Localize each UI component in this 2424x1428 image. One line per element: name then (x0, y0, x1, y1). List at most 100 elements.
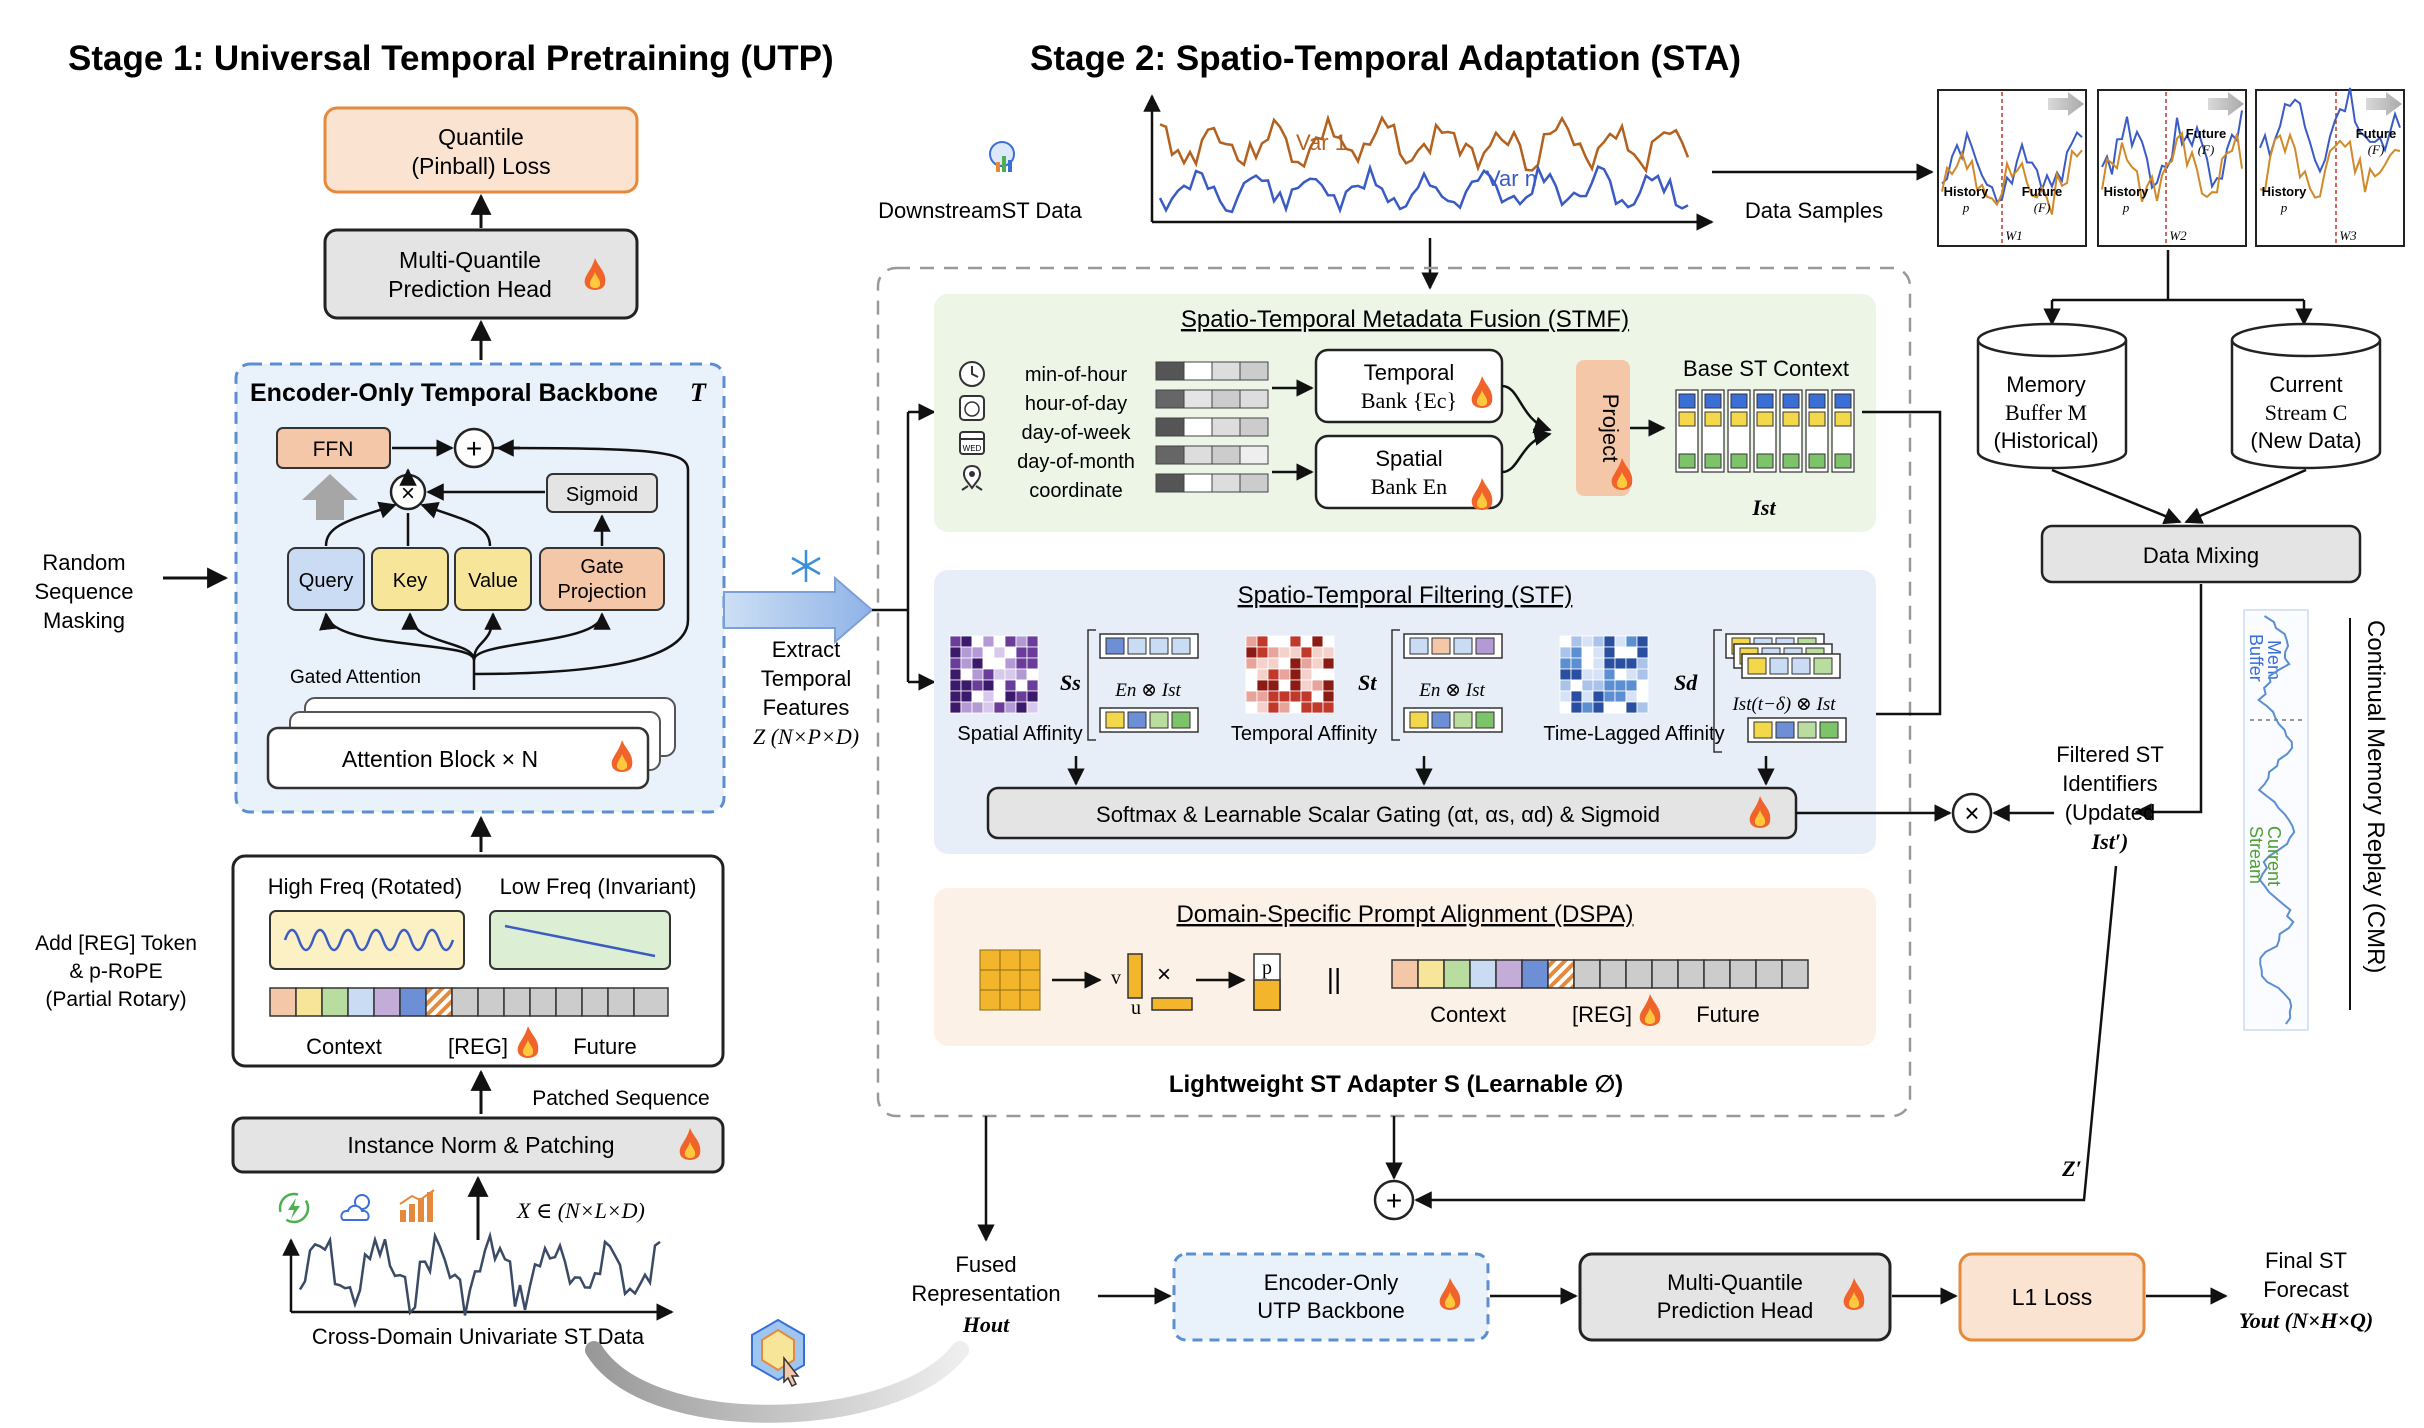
gate-line2: Projection (558, 581, 647, 603)
context-cell (1834, 393, 1852, 409)
dspa-token (1469, 959, 1497, 989)
heatmap-cell (1289, 646, 1302, 659)
dspa-cell (999, 949, 1021, 971)
sigmoid-box (546, 473, 658, 513)
heatmap-cell (1625, 679, 1638, 692)
context-cell (1756, 453, 1774, 469)
heatmap-cell (993, 668, 1006, 681)
heatmap-cell (1636, 646, 1649, 659)
heatmap-cell (1570, 635, 1583, 648)
heatmap-cell (971, 646, 984, 659)
dspa-cell (979, 969, 1001, 991)
residual-plus-symbol: + (1386, 1185, 1402, 1216)
heatmap-cell (1015, 635, 1028, 648)
fire-icon (1611, 458, 1633, 490)
cmr-series-line (2256, 615, 2296, 1025)
heatmap-cell (1278, 635, 1291, 648)
masking-line1: Random (42, 550, 125, 575)
heatmap-cell (1636, 668, 1649, 681)
concat-symbol: || (1327, 963, 1342, 994)
heatmap-cell (1592, 668, 1605, 681)
stf-token-groups (1087, 629, 1847, 753)
token-cell (1775, 721, 1795, 739)
heatmap-cell (1300, 679, 1313, 692)
heatmap-cell (1256, 690, 1269, 703)
heatmap-cell (949, 668, 962, 681)
filter-multiply-node (1951, 792, 1993, 834)
spatial-affinity-label: Spatial Affinity (957, 723, 1082, 745)
heatmap-cell (1026, 679, 1039, 692)
heatmap-cell (1300, 657, 1313, 670)
attention-block (266, 726, 650, 790)
reg-token-line1: Add [REG] Token (35, 932, 197, 955)
clock-icon (959, 361, 985, 387)
heatmap-cell (1636, 635, 1649, 648)
backbone-symbol: T (690, 378, 707, 407)
heatmap-cell (1004, 690, 1017, 703)
fire-icon (1639, 994, 1661, 1026)
heatmap-cell (1015, 679, 1028, 692)
context-cell (1834, 453, 1852, 469)
heatmap-cell (1636, 679, 1649, 692)
heatmap-cell (1614, 668, 1627, 681)
value-box (454, 547, 532, 611)
dspa-cell (1019, 949, 1041, 971)
var1-series-line (1159, 114, 1690, 174)
cmr-label: Continual Memory Replay (CMR) (2362, 620, 2389, 973)
token-cell (1105, 637, 1125, 655)
patched-sequence-label: Patched Sequence (532, 1087, 709, 1110)
context-cell (1704, 393, 1722, 409)
heatmap-cell (1289, 701, 1302, 714)
heatmap-cell (1311, 690, 1324, 703)
filtered-line2: Identifiers (2062, 771, 2157, 796)
meta-cell (1183, 389, 1213, 409)
heatmap-cell (1256, 701, 1269, 714)
dspa-reg-label: [REG] (1572, 1002, 1632, 1027)
head2-box (1578, 1252, 1892, 1342)
dspa-context-label: Context (1430, 1002, 1506, 1027)
sine-wave-icon (283, 928, 455, 952)
heatmap-cell (1026, 668, 1039, 681)
dspa-token (1521, 959, 1549, 989)
dspa-token (1625, 959, 1653, 989)
heatmap-cell (1570, 679, 1583, 692)
heatmap-cell (1300, 701, 1313, 714)
window-series-blue (1941, 129, 2083, 204)
heatmap-cell (1015, 646, 1028, 659)
transfer-icon (751, 1318, 805, 1388)
ffn-label: FFN (313, 438, 354, 461)
window-next-arrow (2048, 92, 2084, 116)
norm-patching-label: Instance Norm & Patching (347, 1132, 614, 1158)
meta-cell (1211, 445, 1241, 465)
value-label: Value (468, 570, 518, 592)
dspa-token (1781, 959, 1809, 989)
heatmap-cell (1559, 690, 1572, 703)
heatmap-cell (949, 679, 962, 692)
window-p-label: p (2122, 200, 2130, 215)
dspa-token (1677, 959, 1705, 989)
heatmap-cell (1559, 635, 1572, 648)
extract-line3: Features (763, 695, 850, 720)
base-context-label: Base ST Context (1683, 356, 1849, 381)
window-history-label: History (2262, 184, 2308, 199)
heatmap-cell (1311, 657, 1324, 670)
token-cell (1475, 637, 1495, 655)
query-box (287, 547, 365, 611)
gated-attention-label: Gated Attention (290, 667, 421, 688)
sd-label: Sd (1674, 670, 1698, 695)
context-cell (1808, 393, 1826, 409)
heatmap-cell (1267, 646, 1280, 659)
token-cell (1747, 657, 1767, 675)
attention-block-label: Attention Block × N (342, 746, 538, 772)
snowflake-icon (791, 550, 821, 582)
energy-icon (278, 1192, 310, 1224)
data-mixing-label: Data Mixing (2143, 543, 2259, 568)
heatmap-cell (1581, 635, 1594, 648)
heatmap-cell (1311, 668, 1324, 681)
context-cell (1704, 411, 1722, 427)
temporal-bank-line1: Temporal (1364, 360, 1454, 385)
token-cell (1409, 711, 1429, 729)
heatmap-cell (982, 646, 995, 659)
adapter-label: Lightweight ST Adapter S (Learnable ∅) (1169, 1071, 1623, 1098)
heatmap-cell (1322, 679, 1335, 692)
